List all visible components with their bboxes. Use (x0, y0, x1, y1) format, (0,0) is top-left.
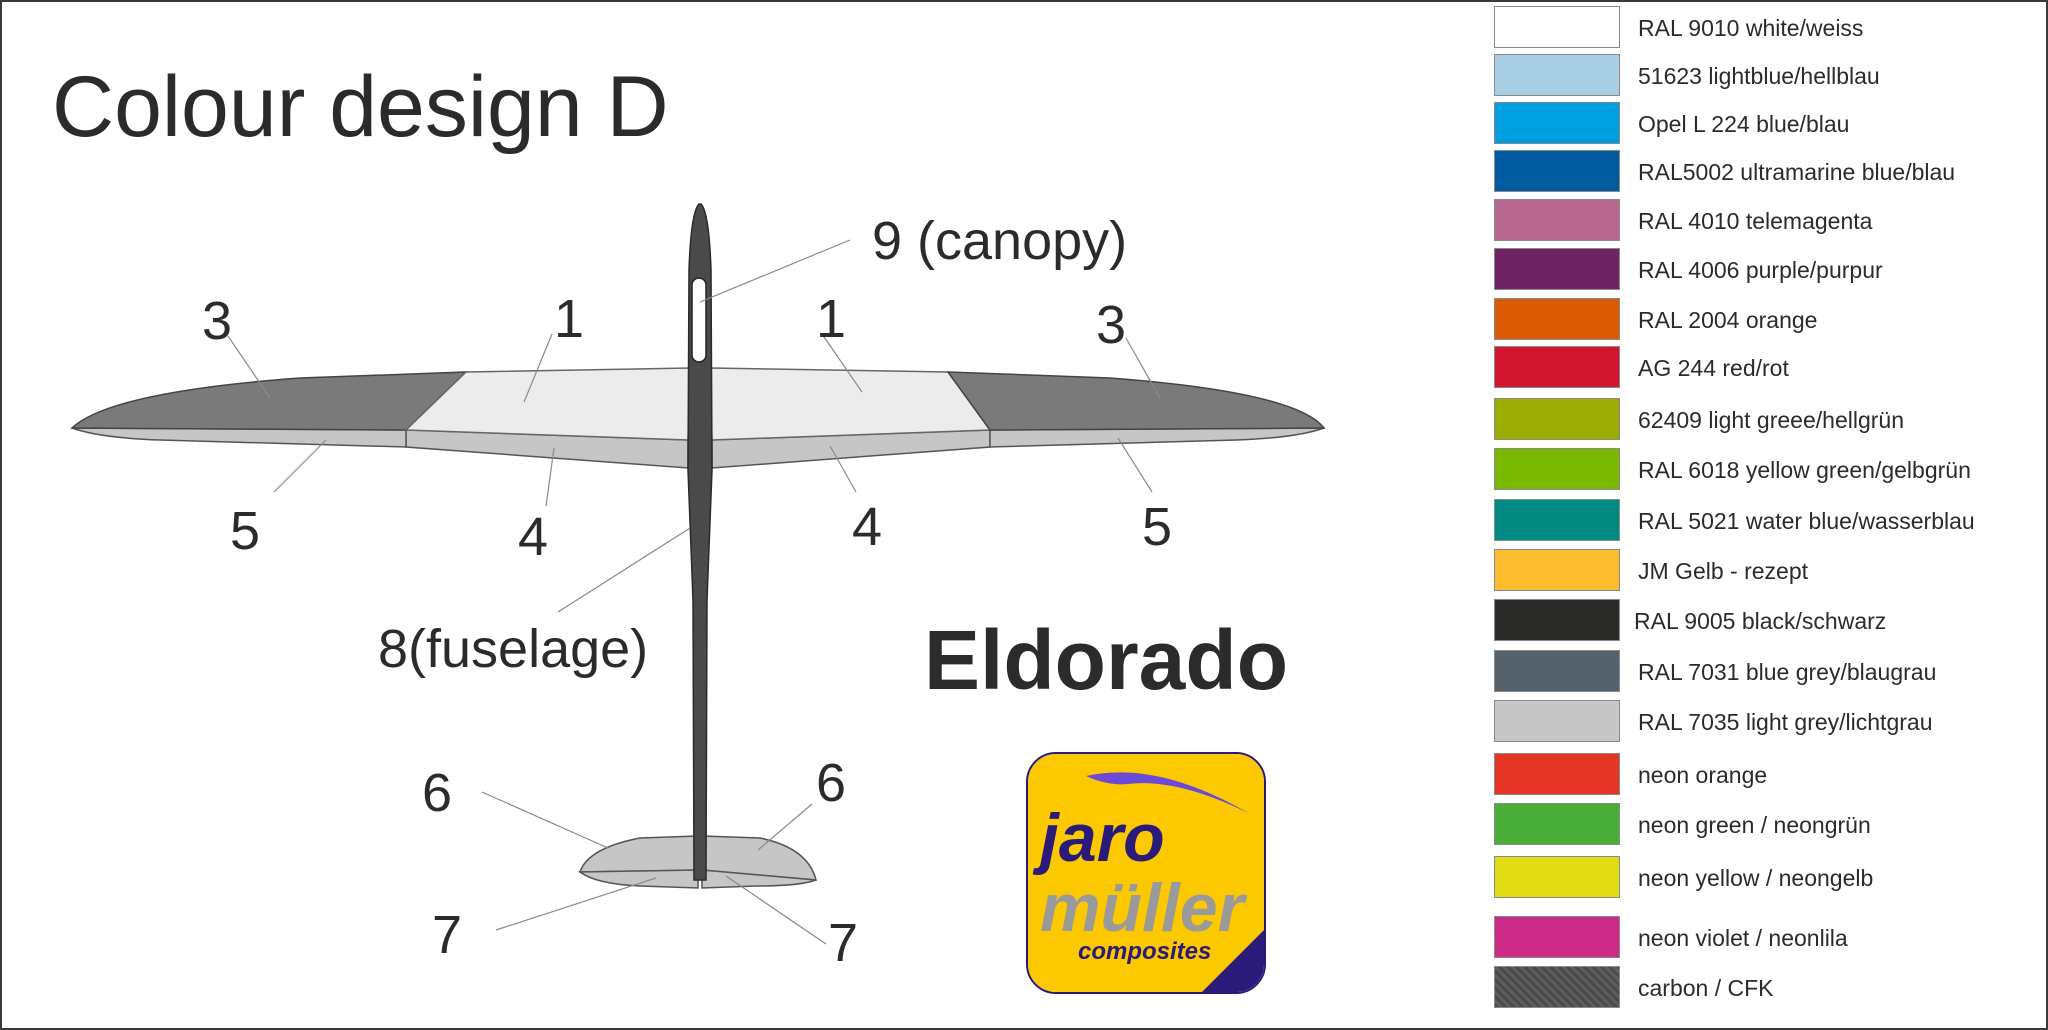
legend-item: RAL 4010 telemagenta (1494, 199, 2034, 243)
legend-label: RAL5002 ultramarine blue/blau (1638, 159, 1956, 185)
legend-swatch (1494, 248, 1620, 290)
logo-graphic (1028, 754, 1264, 992)
legend-label: RAL 4006 purple/purpur (1638, 257, 1883, 283)
legend-swatch (1494, 499, 1620, 541)
callout-7-right: 7 (828, 913, 859, 973)
legend-swatch (1494, 54, 1620, 96)
legend-swatch (1494, 803, 1620, 845)
callout-6-right: 6 (816, 753, 847, 813)
legend-label: RAL 2004 orange (1638, 307, 1818, 333)
legend-item: RAL 9005 black/schwarz (1494, 599, 2034, 643)
jaro-mueller-logo: jaro müller composites (1026, 752, 1266, 994)
logo-corner-triangle (1202, 930, 1264, 992)
callout-4-right: 4 (852, 497, 883, 557)
callout-5-right: 5 (1142, 497, 1173, 557)
legend-swatch (1494, 6, 1620, 48)
legend-item: RAL 2004 orange (1494, 298, 2034, 342)
legend-swatch (1494, 448, 1620, 490)
legend-label: neon yellow / neongelb (1638, 865, 1874, 891)
legend-label: neon green / neongrün (1638, 812, 1871, 838)
callout-6-left: 6 (422, 763, 453, 823)
legend-item: RAL 9010 white/weiss (1494, 6, 2034, 50)
legend-swatch (1494, 599, 1620, 641)
wing-right-inner-1 (709, 367, 992, 441)
logo-text-composites: composites (1078, 938, 1212, 965)
legend-item: RAL5002 ultramarine blue/blau (1494, 150, 2034, 194)
legend-item: RAL 4006 purple/purpur (1494, 248, 2034, 292)
legend-item: 62409 light greee/hellgrün (1494, 398, 2034, 442)
legend-item: neon green / neongrün (1494, 803, 2034, 847)
legend-label: RAL 7031 blue grey/blaugrau (1638, 659, 1937, 685)
callout-3-left: 3 (202, 291, 233, 351)
legend-item: neon yellow / neongelb (1494, 856, 2034, 900)
legend-label: RAL 9010 white/weiss (1638, 15, 1864, 41)
legend-label: AG 244 red/rot (1638, 355, 1789, 381)
wing-right-trailing-5 (989, 427, 1325, 448)
logo-text-jaro: jaro (1040, 800, 1165, 876)
legend-item: RAL 7031 blue grey/blaugrau (1494, 650, 2034, 694)
legend-label: neon violet / neonlila (1638, 925, 1848, 951)
legend-swatch (1494, 916, 1620, 958)
legend-item: JM Gelb - rezept (1494, 549, 2034, 593)
legend-label: RAL 6018 yellow green/gelbgrün (1638, 457, 1971, 483)
callout-5-left: 5 (230, 501, 261, 561)
legend-swatch (1494, 856, 1620, 898)
legend-swatch (1494, 298, 1620, 340)
logo-swoosh-icon (1086, 772, 1250, 814)
legend-label: RAL 7035 light grey/lichtgrau (1638, 709, 1933, 735)
legend-swatch (1494, 753, 1620, 795)
legend-item: RAL 6018 yellow green/gelbgrün (1494, 448, 2034, 492)
logo-text-mueller: müller (1040, 870, 1245, 946)
canopy-9 (691, 277, 707, 363)
legend-item: 51623 lightblue/hellblau (1494, 54, 2034, 98)
model-name: Eldorado (924, 613, 1289, 707)
legend-label: carbon / CFK (1638, 975, 1774, 1001)
fuselage-8 (687, 203, 713, 881)
page-title: Colour design D (52, 59, 669, 155)
legend-item: RAL 5021 water blue/wasserblau (1494, 499, 2034, 543)
legend-label: 62409 light greee/hellgrün (1638, 407, 1904, 433)
wing-right-outer-3 (946, 371, 1326, 431)
legend-item: neon violet / neonlila (1494, 916, 2034, 960)
legend-swatch (1494, 102, 1620, 144)
legend-item: RAL 7035 light grey/lichtgrau (1494, 700, 2034, 744)
legend-label: RAL 9005 black/schwarz (1634, 608, 1887, 634)
callout-fuselage: 8(fuselage) (378, 619, 649, 679)
legend-swatch (1494, 199, 1620, 241)
callout-1-right: 1 (816, 289, 847, 349)
legend-label: RAL 5021 water blue/wasserblau (1638, 508, 1975, 534)
legend-item: Opel L 224 blue/blau (1494, 102, 2034, 146)
legend-swatch (1494, 549, 1620, 591)
legend-swatch (1494, 346, 1620, 388)
leader-lines (227, 239, 1161, 945)
callout-canopy: 9 (canopy) (872, 211, 1128, 271)
legend-swatch (1494, 150, 1620, 192)
glider-diagram (70, 203, 1326, 945)
legend-item: neon orange (1494, 753, 2034, 797)
legend-label: 51623 lightblue/hellblau (1638, 63, 1880, 89)
callout-3-right: 3 (1096, 295, 1127, 355)
legend-label: Opel L 224 blue/blau (1638, 111, 1850, 137)
callout-4-left: 4 (518, 507, 549, 567)
legend-swatch (1494, 966, 1620, 1008)
legend-item: carbon / CFK (1494, 966, 2034, 1010)
legend-swatch (1494, 700, 1620, 742)
wing-left-outer-3 (70, 371, 468, 431)
legend-label: neon orange (1638, 762, 1768, 788)
tail-left-6 (578, 835, 699, 873)
legend-item: AG 244 red/rot (1494, 346, 2034, 390)
tail-left-7 (577, 869, 699, 889)
legend-label: JM Gelb - rezept (1638, 558, 1808, 584)
callout-7-left: 7 (432, 905, 463, 965)
wing-left-trailing-5 (71, 427, 407, 448)
callout-1-left: 1 (554, 289, 585, 349)
legend-label: RAL 4010 telemagenta (1638, 208, 1873, 234)
legend-swatch (1494, 650, 1620, 692)
tail-right-7 (701, 869, 817, 889)
legend-swatch (1494, 398, 1620, 440)
